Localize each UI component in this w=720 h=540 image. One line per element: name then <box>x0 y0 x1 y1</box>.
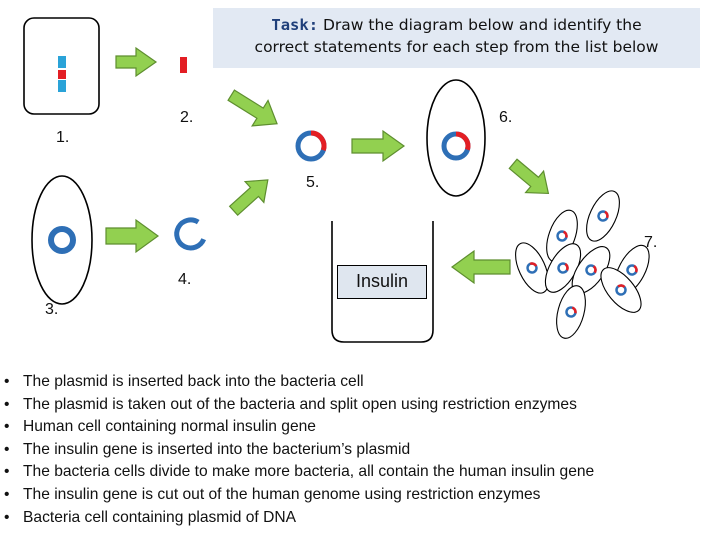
arrow-down-diagonal-2 <box>508 158 550 195</box>
step-label-4: 4. <box>178 271 192 288</box>
statement-item: • The insulin gene is inserted into the b… <box>4 439 594 462</box>
step-label-5: 5. <box>306 174 320 191</box>
step-label-3: 3. <box>45 301 59 318</box>
arrow-right-3 <box>351 129 406 163</box>
statement-text: The insulin gene is inserted into the ba… <box>23 440 411 458</box>
statement-text: Bacteria cell containing plasmid of DNA <box>23 508 297 526</box>
task-text-line2: correct statements for each step from th… <box>254 38 659 56</box>
bacterium-cell <box>31 175 93 305</box>
bullet: • <box>4 373 10 390</box>
bullet: • <box>4 463 10 481</box>
step-label-1: 1. <box>56 129 70 146</box>
statement-item: • The plasmid is taken out of the bacteri… <box>4 394 594 417</box>
arrow-right-2 <box>105 218 160 254</box>
recombinant-bacterium <box>426 79 486 197</box>
chromosome-bottom <box>58 80 66 92</box>
statement-text: The bacteria cells divide to make more b… <box>23 463 595 481</box>
step-label-6: 6. <box>499 109 513 126</box>
arrow-left <box>450 249 511 285</box>
chromosome-top <box>58 56 66 68</box>
bacterium-2 <box>586 190 620 242</box>
bullet: • <box>4 440 10 458</box>
statement-item: • The bacteria cells divide to make more … <box>4 461 594 484</box>
dividing-bacteria <box>515 190 650 339</box>
step-label-7: 7. <box>644 234 658 251</box>
cut-insulin-gene <box>180 57 187 73</box>
bacterium-plasmid <box>48 226 76 254</box>
statement-list: • The plasmid is inserted back into the b… <box>4 371 594 529</box>
arrow-right-1 <box>115 46 158 78</box>
inserted-gene-arc <box>310 130 327 152</box>
statement-text: The plasmid is inserted back into the ba… <box>23 373 364 390</box>
bullet: • <box>4 418 10 436</box>
bullet: • <box>4 395 10 413</box>
statement-text: The plasmid is taken out of the bacteria… <box>23 395 577 413</box>
bacterium-gene-arc <box>455 131 471 151</box>
fermenter-vessel <box>331 221 434 343</box>
bacterium-3 <box>515 242 549 294</box>
statement-item: • The plasmid is inserted back into the b… <box>4 371 594 394</box>
bullet: • <box>4 508 10 526</box>
bacterium-8 <box>556 285 586 339</box>
statement-item: • The insulin gene is cut out of the huma… <box>4 484 594 507</box>
insulin-gene-in-chromosome <box>58 70 66 79</box>
arrow-up-diagonal <box>228 179 269 217</box>
task-label: Task: <box>271 16 319 34</box>
bacterium-4 <box>544 243 582 293</box>
opened-plasmid <box>174 217 207 251</box>
bacterium-7 <box>600 267 642 313</box>
statement-text: The insulin gene is cut out of the human… <box>23 485 541 503</box>
statement-item: • Bacteria cell containing plasmid of DNA <box>4 507 594 530</box>
step-label-2: 2. <box>180 109 194 126</box>
statement-item: • Human cell containing normal insulin ge… <box>4 416 594 439</box>
insulin-label-box: Insulin <box>337 265 427 299</box>
statement-text: Human cell containing normal insulin gen… <box>23 418 316 436</box>
task-text-line1: Draw the diagram below and identify the <box>322 16 642 34</box>
task-box: Task: Draw the diagram below and identif… <box>213 8 700 68</box>
arrow-down-diagonal <box>227 89 278 127</box>
bullet: • <box>4 485 10 503</box>
